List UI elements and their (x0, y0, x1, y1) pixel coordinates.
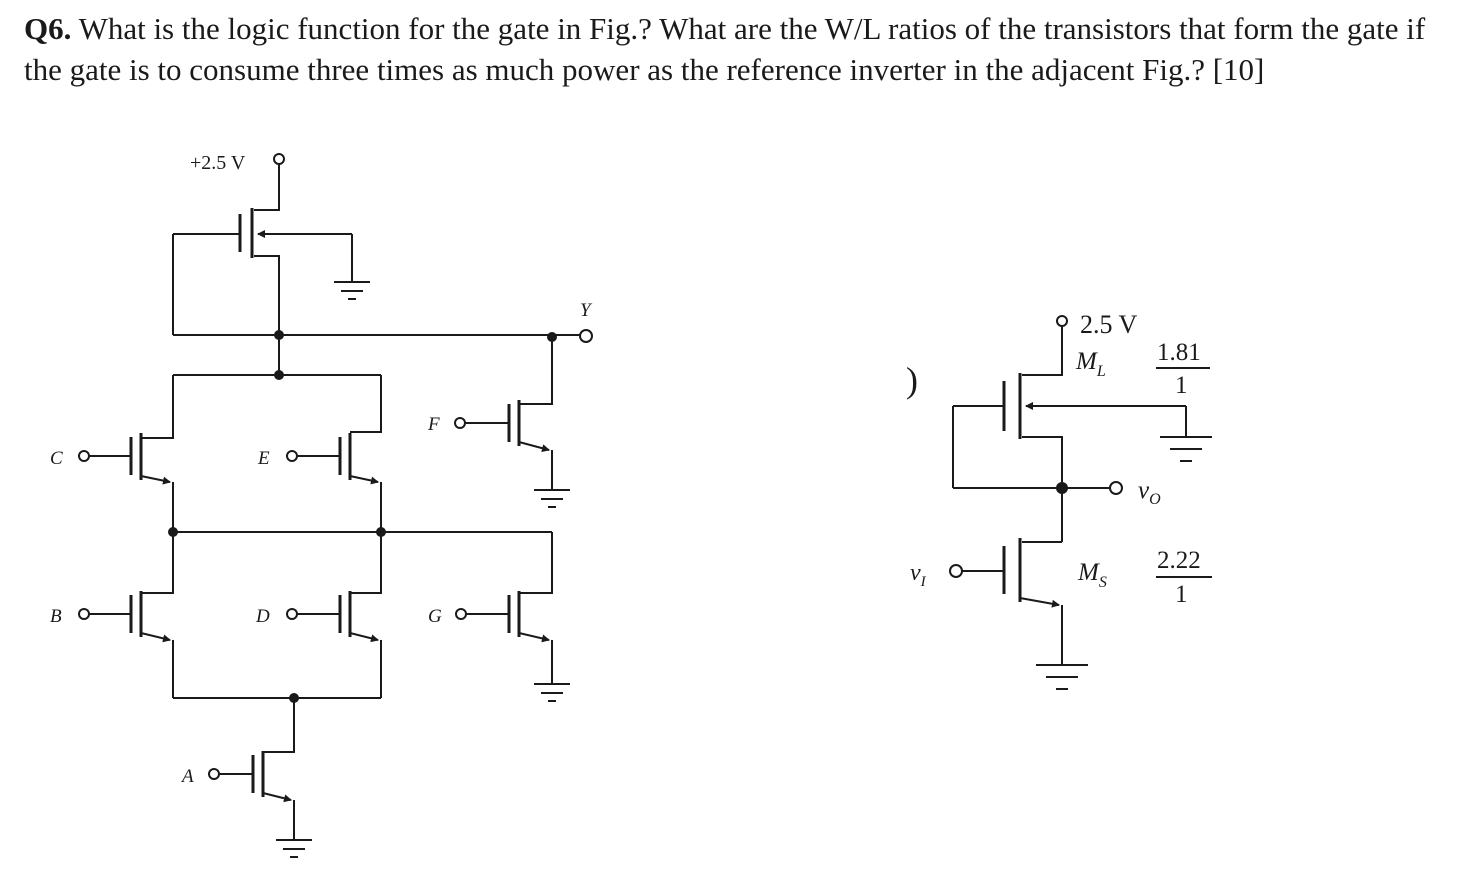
input-g-label: G (428, 606, 442, 627)
nmos-d: D (255, 532, 382, 698)
load-ratio-denominator: 1 (1175, 372, 1188, 399)
inverter-input-terminal (949, 564, 963, 578)
input-c-label: C (50, 448, 63, 469)
input-d-terminal (286, 608, 298, 620)
inverter-figure: ) 2.5 V ML 1.81 1 vO (906, 310, 1212, 690)
output-terminal (579, 329, 593, 343)
supply-label: +2.5 V (190, 152, 246, 174)
nmos-e: E (257, 375, 382, 532)
inverter-input-label: vI (910, 560, 927, 590)
input-d-label: D (255, 606, 270, 627)
inverter-supply-terminal (1056, 315, 1068, 327)
ground-icon (534, 489, 570, 508)
input-c-terminal (78, 450, 90, 462)
input-b-label: B (50, 606, 62, 627)
inverter-load-transistor (952, 326, 1212, 489)
inverter-output-label: vO (1138, 477, 1161, 508)
switch-ratio-numerator: 2.22 (1157, 547, 1201, 574)
load-transistor-name: ML (1075, 348, 1106, 380)
input-f-terminal (454, 417, 466, 429)
nmos-f: F (427, 337, 570, 508)
question-body: What is the logic function for the gate … (24, 11, 1426, 87)
input-g-terminal (455, 608, 467, 620)
inverter-output-terminal (1109, 481, 1123, 495)
nmos-b: B (50, 532, 174, 698)
ground-icon (1036, 664, 1088, 690)
input-b-terminal (78, 608, 90, 620)
ground-icon (276, 839, 312, 858)
nmos-c: C (50, 375, 174, 532)
load-transistor (172, 164, 370, 336)
load-ratio-numerator: 1.81 (1157, 339, 1201, 366)
inverter-supply-label: 2.5 V (1080, 310, 1138, 339)
input-f-label: F (427, 414, 440, 435)
ground-icon (334, 281, 370, 300)
question-text: Q6. What is the logic function for the g… (24, 8, 1444, 90)
switch-ratio-denominator: 1 (1175, 581, 1188, 608)
nmos-g: G (428, 532, 570, 702)
input-e-terminal (286, 450, 298, 462)
supply-terminal (273, 153, 285, 165)
input-a-terminal (208, 768, 220, 780)
inverter-switch-transistor: vI (910, 488, 1088, 690)
input-a-label: A (180, 766, 194, 787)
question-number: Q6. (24, 11, 72, 46)
input-e-label: E (257, 448, 270, 469)
ground-icon (1160, 436, 1212, 462)
output-label: Y (580, 300, 593, 321)
ground-icon (534, 683, 570, 702)
stray-mark: ) (906, 360, 918, 400)
nmos-a: A (180, 750, 312, 858)
switch-transistor-name: MS (1077, 559, 1107, 591)
gate-figure: +2.5 V Y C (50, 152, 593, 858)
